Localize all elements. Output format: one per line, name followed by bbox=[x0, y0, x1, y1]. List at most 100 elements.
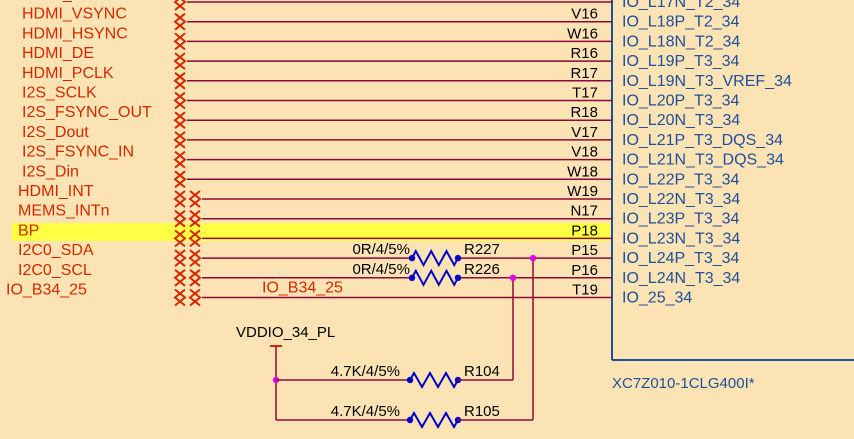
wire-net-label: IO_B34_25 bbox=[262, 280, 343, 297]
pin-name: IO_L22P_T3_34 bbox=[622, 171, 740, 188]
pin-name: IO_L19N_T3_VREF_34 bbox=[622, 73, 792, 90]
pin-number: P18 bbox=[571, 222, 598, 239]
net-label: I2S_FSYNC_OUT bbox=[22, 104, 152, 121]
resistor-value: 4.7K/4/5% bbox=[331, 403, 400, 420]
offpage-connector-arrow bbox=[173, 72, 186, 90]
resistor-ref: R227 bbox=[464, 241, 500, 258]
offpage-connector-arrow bbox=[174, 229, 187, 248]
offpage-connector-arrow bbox=[188, 209, 201, 228]
pin-name: IO_L20N_T3_34 bbox=[622, 112, 740, 129]
pin-number: W19 bbox=[567, 183, 598, 200]
resistor-r226-body bbox=[411, 268, 459, 287]
pin-number: R16 bbox=[570, 45, 598, 62]
pin-number: P15 bbox=[571, 242, 598, 259]
pin-name: IO_L22N_T3_34 bbox=[622, 191, 740, 208]
pin-dot bbox=[408, 274, 416, 281]
pin-name: IO_L23P_T3_34 bbox=[622, 211, 740, 228]
net-label: I2S_Dout bbox=[22, 124, 89, 141]
net-label: MEMS_INTn bbox=[18, 203, 110, 220]
resistor-ref: R104 bbox=[464, 363, 500, 380]
offpage-connector-arrow bbox=[188, 229, 201, 248]
pin-name: IO_L18P_T2_34 bbox=[622, 14, 740, 31]
offpage-connector-arrow bbox=[174, 52, 187, 70]
offpage-connector-arrow bbox=[189, 249, 202, 267]
offpage-connector-arrow bbox=[173, 190, 186, 208]
pin-number: P16 bbox=[571, 262, 598, 279]
part-number: XC7Z010-1CLG400I* bbox=[612, 375, 755, 392]
net-label: IO_B34_25 bbox=[6, 282, 87, 299]
offpage-connector-arrow bbox=[173, 229, 186, 248]
offpage-connector-arrow bbox=[174, 32, 187, 51]
offpage-connector-arrow bbox=[173, 249, 186, 267]
net-label: I2S_Din bbox=[22, 163, 79, 180]
net-label: HDMI_PCLK bbox=[22, 65, 114, 82]
power-net-label: VDDIO_34_PL bbox=[236, 324, 335, 341]
offpage-connector-arrow bbox=[174, 190, 187, 208]
offpage-connector-arrow bbox=[188, 269, 201, 287]
offpage-connector-arrow bbox=[173, 12, 186, 31]
offpage-connector-arrow bbox=[173, 131, 186, 149]
pin-dot bbox=[454, 254, 462, 262]
offpage-connector-arrow bbox=[173, 111, 186, 129]
net-row: IO_B34_25 T19 IO_25_34 bbox=[6, 282, 692, 307]
resistor-r104-body bbox=[409, 370, 459, 390]
pin-number: T19 bbox=[572, 282, 598, 299]
offpage-connector-arrow bbox=[173, 209, 186, 228]
pin-name: IO_25_34 bbox=[622, 290, 692, 307]
pin-dot bbox=[408, 254, 416, 262]
pin-number: R17 bbox=[570, 65, 598, 82]
resistor-ref: R105 bbox=[464, 403, 500, 420]
offpage-connector-arrow bbox=[174, 0, 187, 11]
offpage-connector-arrow bbox=[173, 170, 186, 189]
offpage-connector-arrow bbox=[188, 288, 201, 307]
offpage-connector-arrow bbox=[189, 209, 202, 228]
junction-dot bbox=[509, 274, 517, 281]
offpage-connector-arrow bbox=[174, 249, 187, 267]
offpage-connector-arrow bbox=[188, 190, 201, 208]
net-label: HDMI_VSYNC bbox=[22, 6, 127, 23]
junction-dot bbox=[529, 254, 537, 262]
offpage-connector-arrow bbox=[174, 288, 187, 307]
resistor-value: 4.7K/4/5% bbox=[331, 363, 400, 380]
offpage-connector-arrow bbox=[174, 72, 187, 90]
net-row: HDMI_DATA15IO_L17N_T2_34 bbox=[22, 0, 740, 11]
pin-number: W16 bbox=[567, 25, 598, 42]
net-label: I2C0_SDA bbox=[18, 242, 94, 259]
offpage-connector-arrow bbox=[189, 269, 202, 287]
offpage-connector-arrow bbox=[174, 170, 187, 189]
net-label: HDMI_DATA15 bbox=[22, 0, 130, 3]
pin-name: IO_L21P_T3_DQS_34 bbox=[622, 132, 783, 149]
offpage-connector-arrow bbox=[174, 12, 187, 31]
offpage-connector-arrow bbox=[189, 288, 202, 307]
offpage-connector-arrow bbox=[174, 111, 187, 129]
resistor-r105-body bbox=[409, 410, 459, 430]
resistor-value: 0R/4/5% bbox=[352, 261, 410, 278]
offpage-connector-arrow bbox=[188, 249, 201, 267]
resistor-r227-body bbox=[411, 249, 459, 268]
pin-number: R18 bbox=[570, 104, 598, 121]
net-rows: HDMI_DATA15IO_L17N_T2_34HDMI_VSYNCV16IO_… bbox=[6, 0, 792, 307]
offpage-connector-arrow bbox=[173, 269, 186, 287]
bp-highlight bbox=[12, 223, 610, 241]
pin-name: IO_L21N_T3_DQS_34 bbox=[622, 152, 784, 169]
offpage-connector-arrow bbox=[189, 190, 202, 208]
offpage-connector-arrow bbox=[173, 0, 186, 11]
net-label: HDMI_DE bbox=[22, 45, 94, 62]
pin-number: W18 bbox=[567, 163, 598, 180]
net-row: HDMI_PCLK R17 IO_L19N_T3_VREF_34 bbox=[22, 65, 792, 90]
pin-name: IO_L24N_T3_34 bbox=[622, 270, 740, 287]
pin-name: IO_L20P_T3_34 bbox=[622, 93, 740, 110]
net-label: I2S_SCLK bbox=[22, 85, 97, 102]
net-label: I2S_FSYNC_IN bbox=[22, 144, 134, 161]
offpage-connector-arrow bbox=[174, 269, 187, 287]
pin-dot bbox=[406, 376, 414, 384]
